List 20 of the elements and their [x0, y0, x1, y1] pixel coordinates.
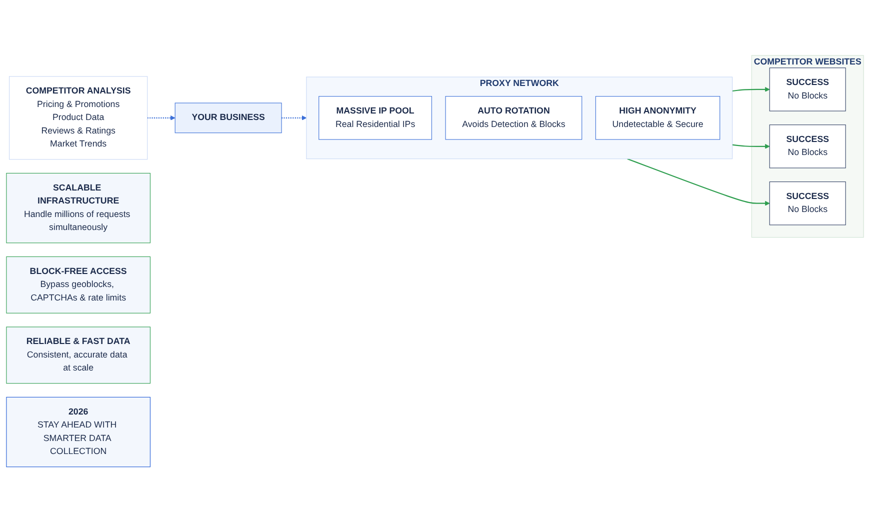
node-box	[9, 76, 148, 160]
node-box	[769, 124, 846, 168]
arrow	[732, 144, 770, 149]
node-box	[174, 102, 282, 133]
node-box	[6, 396, 150, 467]
flow-diagram: COMPETITOR WEBSITES PROXY NETWORK MASSIVE IP POOL Real Residential IPs AUTO ROTATION Avoids Detection & Blocks HIGH ANONYMITY Undetectable & Secure COMPETITOR ANALYSIS Pricing & Promotions Product Data Reviews & Ratings Market Trends YOUR BUSINESS SUCCESS No Blocks SUCCESS No Blocks SUCCESS No Blocks SCALABLE INFRASTRUCTURE Handle millions of requests simultaneously BLOCK-FREE ACCESS Bypass geoblocks, CAPTCHAs & rate limits RELIABLE & FAST DATA Consistent, accurate data at scale 2026 STAY AHEAD WITH SMARTER DATA COLLECTION	[2, 50, 868, 472]
arrow	[282, 115, 307, 120]
node-box	[445, 96, 582, 140]
cluster	[751, 55, 864, 238]
arrow	[147, 115, 176, 120]
node-box	[595, 96, 720, 140]
node-box	[6, 172, 150, 244]
arrow	[732, 86, 770, 92]
node-box	[6, 256, 150, 314]
node-box	[769, 181, 846, 226]
node-box	[318, 96, 432, 140]
node-box	[6, 326, 150, 384]
cluster	[306, 76, 733, 159]
node-box	[769, 67, 846, 112]
arrow	[627, 158, 770, 206]
